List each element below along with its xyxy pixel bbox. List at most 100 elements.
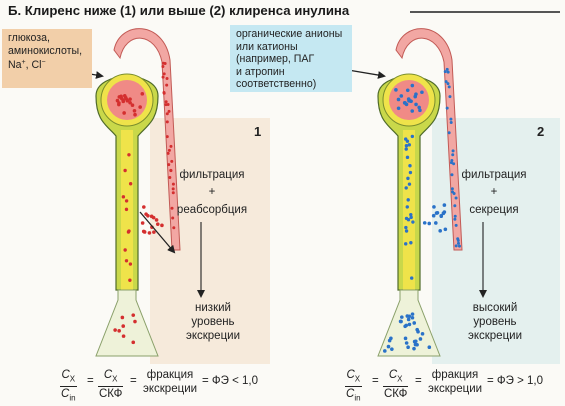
vessel-dot bbox=[454, 223, 458, 227]
blood-vessel bbox=[113, 28, 181, 251]
flask-dot bbox=[403, 324, 407, 329]
vessel-dot bbox=[453, 214, 457, 218]
glomerulus-dot bbox=[417, 105, 421, 110]
panel-2-filtration-label: фильтрация bbox=[461, 169, 527, 181]
f1-cx-sub: X bbox=[69, 374, 76, 384]
flask-dot bbox=[415, 327, 419, 332]
nephron-1 bbox=[65, 28, 205, 357]
f2-fraction-top: фракция bbox=[431, 369, 479, 381]
glomerulus-dot bbox=[132, 109, 137, 113]
vessel-dot bbox=[445, 106, 449, 110]
vessel-dot bbox=[172, 226, 176, 230]
f1-cx: C bbox=[61, 369, 70, 381]
transport-dot bbox=[160, 223, 164, 228]
note-2-line-2: или катионы bbox=[236, 40, 298, 53]
result-1-line-1: низкий bbox=[195, 302, 231, 314]
f2-cx2: C bbox=[388, 369, 398, 381]
lumen-dot bbox=[123, 248, 127, 252]
vessel-dot bbox=[169, 169, 173, 173]
flask-dot bbox=[121, 324, 126, 328]
result-2-line-3: экскреции bbox=[467, 330, 523, 342]
tubule-lumen bbox=[403, 130, 415, 290]
panel-1-reabsorption-label: реабсорбция bbox=[176, 204, 248, 216]
f2-cin: C bbox=[346, 388, 355, 401]
lumen-dot bbox=[404, 147, 408, 151]
result-2-line-1: высокий bbox=[472, 302, 518, 314]
f1-skf: СКФ bbox=[99, 388, 123, 401]
flask-dot bbox=[131, 340, 136, 345]
transport-dot bbox=[442, 210, 447, 214]
lumen-dot bbox=[123, 168, 127, 173]
f1-eq-1: = bbox=[87, 375, 94, 387]
lumen-dot bbox=[406, 176, 410, 181]
lumen-dot bbox=[127, 153, 131, 157]
f1-eq-2: = bbox=[130, 375, 137, 387]
vessel-dot bbox=[447, 85, 451, 89]
transport-dot bbox=[432, 205, 436, 209]
na-charge: + bbox=[21, 59, 26, 67]
flask-dot bbox=[121, 334, 126, 338]
inflow-arrow bbox=[347, 69, 386, 79]
vessel-dot bbox=[164, 100, 168, 104]
f2-cin-sub: in bbox=[354, 393, 361, 403]
transport-dot bbox=[442, 203, 447, 207]
flask-dot bbox=[399, 319, 403, 324]
f2-eq-2: = bbox=[415, 375, 422, 387]
lumen-dot bbox=[404, 225, 408, 230]
vessel-dot bbox=[454, 196, 458, 200]
vessel-dot bbox=[167, 163, 171, 167]
vessel-dot bbox=[165, 77, 169, 81]
f2-cx2-sub: X bbox=[397, 374, 403, 384]
vessel-dot bbox=[161, 75, 165, 79]
vessel-dot bbox=[169, 144, 173, 148]
flask-dot bbox=[405, 314, 410, 318]
vessel-dot bbox=[165, 135, 169, 139]
formula-2-cx-over-skf: CX СКФ bbox=[383, 368, 409, 401]
flask-dot bbox=[418, 337, 423, 341]
lumen-dot bbox=[405, 155, 410, 160]
f2-cx-sub: X bbox=[354, 374, 361, 384]
panel-2-number: 2 bbox=[537, 124, 545, 139]
transport-dot bbox=[147, 231, 152, 235]
lumen-dot bbox=[407, 143, 411, 147]
vessel-dot bbox=[164, 103, 168, 107]
glomerulus-dot bbox=[140, 92, 145, 96]
flask-dot bbox=[120, 315, 125, 320]
glomerulus-dot bbox=[418, 108, 422, 113]
collecting-flask bbox=[95, 289, 159, 357]
panel-1-substances-note: глюкоза, аминокислоты, Na+, Cl− bbox=[2, 29, 92, 88]
lumen-dot bbox=[405, 205, 409, 209]
vessel-dot bbox=[453, 204, 457, 208]
flask-dot bbox=[406, 317, 411, 322]
lumen-dot bbox=[409, 215, 413, 220]
glomerulus-dot bbox=[413, 94, 418, 99]
lumen-dot bbox=[404, 229, 409, 233]
blood-vessel bbox=[395, 28, 463, 251]
transport-dot bbox=[142, 230, 147, 234]
formula-2-cx-over-cin: CX Cin bbox=[345, 368, 362, 406]
panel-2-result: высокий уровень экскреции bbox=[450, 301, 540, 343]
flask-dot bbox=[412, 346, 416, 351]
lumen-dot bbox=[128, 182, 133, 186]
vessel-dot bbox=[171, 191, 175, 195]
vessel-dot bbox=[168, 175, 172, 179]
note-1-line-3: Na+, Cl− bbox=[8, 57, 86, 72]
note-2-line-3: (например, ПАГ bbox=[236, 53, 315, 66]
note-1-line-2: аминокислоты, bbox=[8, 44, 83, 57]
flask-dot bbox=[427, 345, 432, 350]
lumen-dot bbox=[128, 262, 133, 266]
f1-cx2-sub: X bbox=[112, 374, 118, 384]
note-1-line-1: глюкоза, bbox=[8, 32, 50, 44]
vessel-dot bbox=[448, 95, 452, 99]
glomerulus-dot bbox=[117, 102, 121, 107]
vessel-dot bbox=[171, 187, 175, 191]
na-text: Na bbox=[8, 59, 22, 72]
vessel-dot bbox=[457, 244, 461, 248]
lumen-dot bbox=[409, 212, 413, 217]
glomerulus-dot bbox=[133, 112, 137, 117]
glomerulus-dot bbox=[410, 83, 415, 88]
glomerulus-dot bbox=[122, 93, 127, 98]
f2-fraction-bottom: экскреции bbox=[428, 383, 483, 395]
transport-dot bbox=[435, 210, 440, 215]
transport-dot bbox=[151, 215, 156, 220]
